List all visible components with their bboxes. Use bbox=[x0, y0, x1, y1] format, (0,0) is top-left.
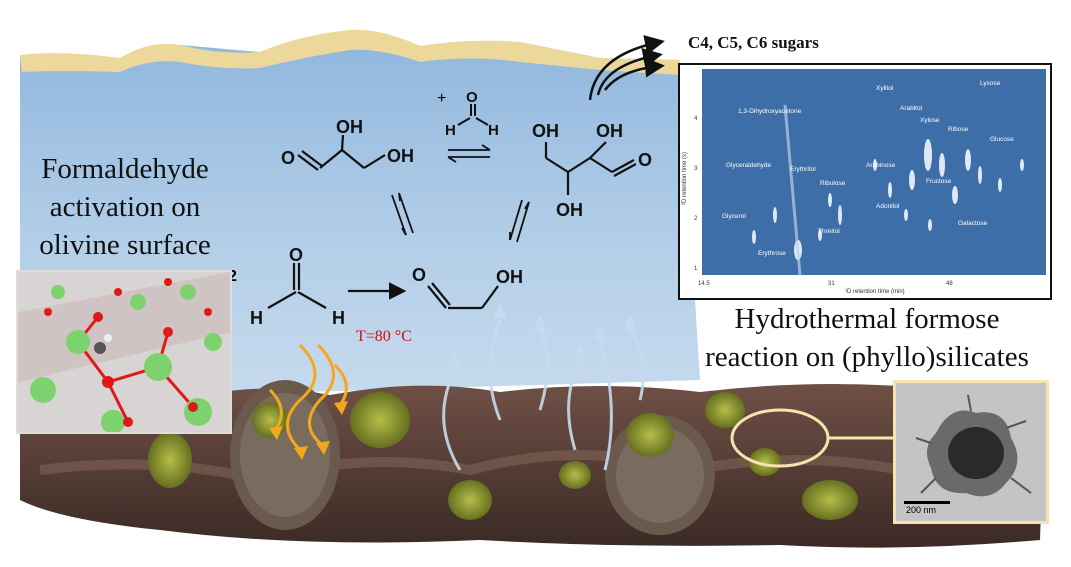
caption-line: Formaldehyde bbox=[41, 153, 209, 185]
atom-label-O: O bbox=[466, 89, 478, 106]
atom-label-H: H bbox=[488, 122, 499, 139]
compound-label: Lyxose bbox=[980, 80, 1001, 87]
moss-clump bbox=[626, 413, 674, 457]
y-axis-label: ²D retention time (s) bbox=[682, 152, 688, 205]
glyceraldehyde-structure bbox=[297, 134, 386, 171]
x-axis-label: ¹D retention time (min) bbox=[845, 289, 905, 295]
equilibrium-arrow bbox=[391, 192, 530, 243]
compound-label: Arabitol bbox=[900, 105, 923, 112]
y-tick-label: 4 bbox=[694, 116, 698, 122]
sugars-label: C4, C5, C6 sugars bbox=[688, 33, 819, 52]
moss-clump bbox=[448, 480, 492, 520]
moss-clump bbox=[148, 432, 192, 488]
temperature-label: T=80 °C bbox=[356, 328, 412, 345]
compound-label: Glucose bbox=[990, 136, 1014, 143]
scale-bar-label: 200 nm bbox=[906, 505, 936, 515]
compound-label: Glyceraldehyde bbox=[726, 162, 772, 169]
moss-clump bbox=[749, 448, 781, 476]
right-caption: Hydrothermal formose reaction on (phyllo… bbox=[672, 300, 1062, 376]
plus-sign: + bbox=[437, 90, 447, 107]
compound-label: 1,3-Dihydroxyacetone bbox=[738, 108, 802, 115]
atom-label-O: O bbox=[289, 245, 303, 265]
tem-micrograph-image: 200 nm bbox=[893, 380, 1049, 524]
atom-label-OH: OH bbox=[387, 146, 414, 166]
moss-clump bbox=[559, 461, 591, 489]
atom-label-O: O bbox=[412, 265, 426, 285]
atom-label-OH: OH bbox=[532, 121, 559, 141]
compound-label: Arabinose bbox=[866, 162, 896, 169]
compound-label: Adonitol bbox=[876, 203, 900, 210]
caption-line: Hydrothermal formose bbox=[734, 303, 1000, 335]
compound-label: Glycerol bbox=[722, 213, 746, 220]
caption-line: activation on bbox=[49, 191, 201, 223]
atom-label-OH: OH bbox=[596, 121, 623, 141]
stoichiometry-coefficient: 2 bbox=[228, 268, 237, 285]
atom-label-OH: OH bbox=[336, 117, 363, 137]
atom-label-H: H bbox=[250, 308, 263, 328]
moss-clump bbox=[252, 402, 288, 438]
compound-label: Xylitol bbox=[876, 85, 894, 92]
compound-label: Galactose bbox=[958, 220, 988, 227]
heat-arrows bbox=[268, 343, 348, 452]
y-tick-label: 1 bbox=[694, 266, 698, 272]
left-caption: Formaldehyde activation on olivine surfa… bbox=[10, 150, 240, 264]
atom-label-O: O bbox=[638, 150, 652, 170]
compound-label: Ribose bbox=[948, 126, 969, 133]
compound-label: Threitol bbox=[818, 228, 840, 235]
x-tick-label: 31 bbox=[828, 281, 835, 287]
atom-label-H: H bbox=[445, 122, 456, 139]
x-tick-label: 14.5 bbox=[698, 281, 710, 287]
y-tick-label: 3 bbox=[694, 166, 698, 172]
caption-line: olivine surface bbox=[39, 229, 211, 261]
y-tick-label: 2 bbox=[694, 216, 698, 222]
moss-clump bbox=[802, 480, 858, 520]
compound-label: Ribulose bbox=[820, 180, 846, 187]
tetrose-structure bbox=[544, 141, 637, 195]
moss-clump bbox=[705, 392, 745, 428]
atom-label-O: O bbox=[281, 148, 295, 168]
x-tick-label: 48 bbox=[946, 281, 953, 287]
atom-label-OH: OH bbox=[496, 267, 523, 287]
sugar-arrows bbox=[588, 35, 665, 101]
compound-label: Xylose bbox=[920, 117, 940, 124]
equilibrium-arrow bbox=[447, 144, 491, 163]
caption-line: reaction on (phyllo)silicates bbox=[705, 341, 1029, 373]
olivine-surface-model-image bbox=[16, 270, 232, 434]
compound-label: Erythritol bbox=[790, 166, 816, 173]
atom-label-H: H bbox=[332, 308, 345, 328]
formaldehyde-bottom-structure bbox=[267, 263, 327, 309]
atom-label-OH: OH bbox=[556, 200, 583, 220]
gc-chromatogram-image: ²D retention time (s) 4 3 2 1 14.5 31 48… bbox=[678, 63, 1052, 300]
rising-arrows bbox=[442, 302, 645, 471]
compound-label: Fructose bbox=[926, 178, 952, 185]
formaldehyde-top-structure bbox=[457, 104, 489, 126]
moss-clump bbox=[350, 392, 410, 448]
compound-label: Erythrose bbox=[758, 250, 786, 257]
glycolaldehyde-structure bbox=[427, 282, 499, 310]
